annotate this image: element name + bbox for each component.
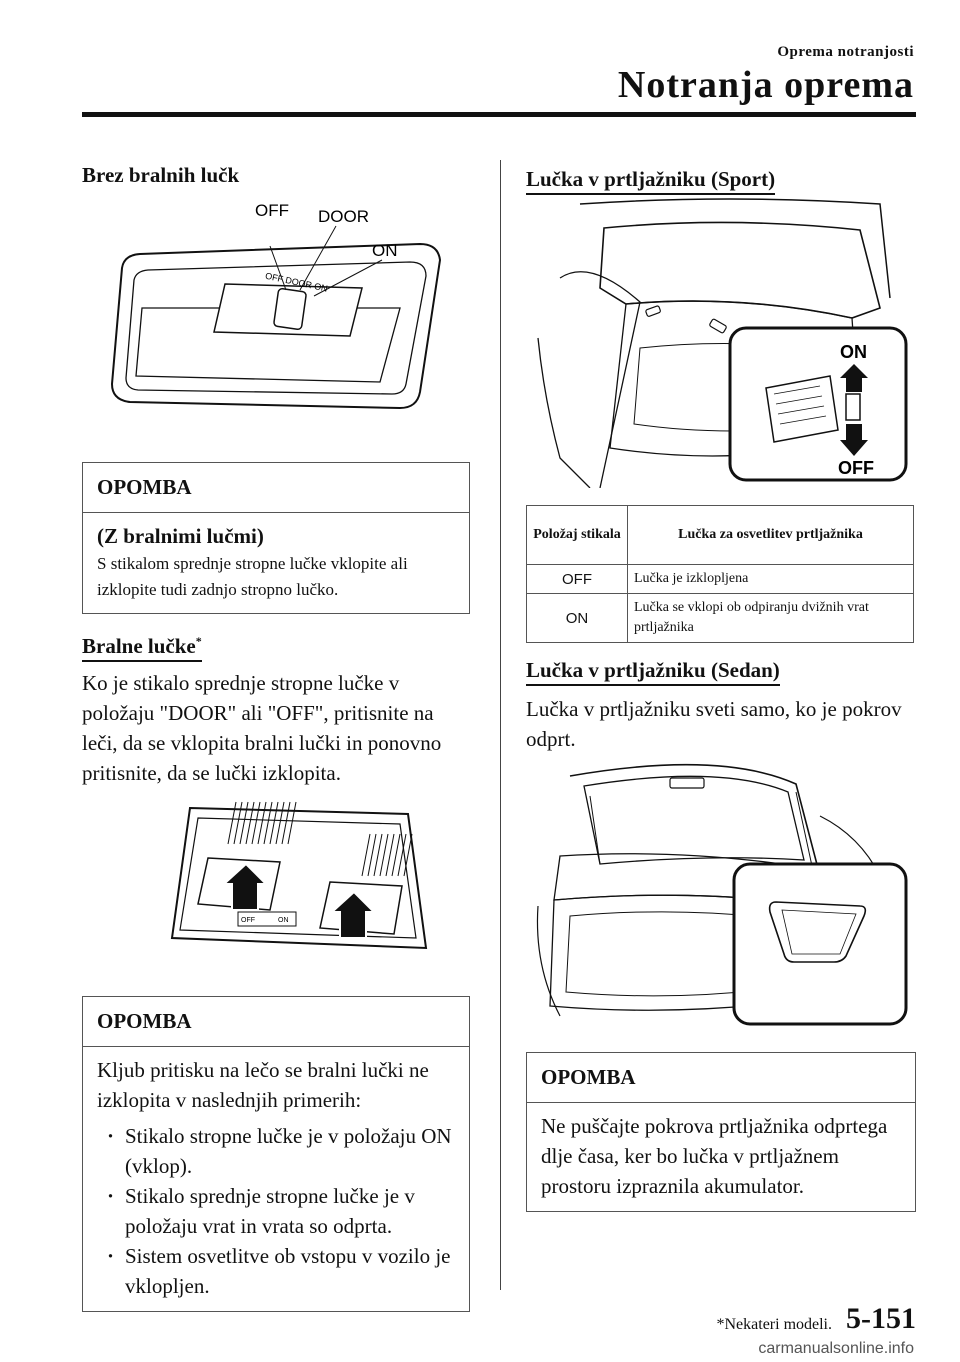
watermark-text: carmanualsonline.info: [758, 1340, 914, 1357]
fig-label-off: OFF: [241, 917, 255, 924]
note-text: Kljub pritisku na lečo se bralni lučki n…: [97, 1058, 429, 1112]
note-text: S stikalom sprednje stropne lučke vklopi…: [97, 554, 408, 599]
figure-cargo-light-sedan: [536, 763, 908, 1026]
figure-reading-lights: OFF ON: [170, 801, 428, 950]
figure-overhead-light-switch: OFF DOOR ON OFF DOOR ON: [110, 201, 442, 410]
reading-lights-paragraph: Ko je stikalo sprednje stropne lučke v p…: [82, 671, 442, 785]
heading-reading-lights: Bralne lučke*: [82, 628, 202, 662]
note-box-3: OPOMBA Ne puščajte pokrova prtljažnika o…: [526, 1052, 916, 1212]
table-cell-position: ON: [526, 593, 628, 643]
heading-text: Bralne lučke: [82, 634, 196, 658]
figure-cargo-light-sport: ON OFF: [537, 198, 908, 488]
fig-label-on: ON: [278, 917, 289, 924]
table-header-light: Lučka za osvetlitev prtljažnika: [627, 505, 914, 565]
note-bullet-list: Stikalo stropne lučke je v položaju ON (…: [97, 1121, 455, 1301]
note-box-1: OPOMBA (Z bralnimi lučmi) S stikalom spr…: [82, 462, 470, 614]
heading-cargo-light-sport: Lučka v prtljažniku (Sport): [526, 166, 776, 195]
note-text: Ne puščajte pokrova prtljažnika odprtega…: [541, 1114, 888, 1198]
note-title: OPOMBA: [83, 463, 469, 513]
fig-label-on: ON: [840, 342, 867, 362]
header-rule: [82, 112, 916, 117]
heading-no-reading-lights: Brez bralnih lučk: [82, 163, 240, 187]
switch-position-table: Položaj stikala Lučka za osvetlitev prtl…: [526, 505, 914, 643]
fig-label-off: OFF: [838, 458, 874, 478]
table-row: OFF Lučka je izklopljena: [526, 564, 914, 594]
section-name: Oprema notranjosti: [777, 44, 914, 60]
note-subtitle: (Z bralnimi lučmi): [97, 524, 264, 548]
model-asterisk: *: [195, 634, 202, 648]
table-cell-description: Lučka je izklopljena: [627, 564, 914, 594]
list-item: Stikalo sprednje stropne lučke je v polo…: [97, 1181, 455, 1241]
sedan-paragraph: Lučka v prtljažniku sveti samo, ko je po…: [526, 697, 902, 751]
column-divider: [500, 160, 501, 1290]
table-cell-description: Lučka se vklopi ob odpiranju dvižnih vra…: [627, 593, 914, 643]
heading-cargo-light-sedan: Lučka v prtljažniku (Sedan): [526, 657, 780, 686]
note-title: OPOMBA: [83, 997, 469, 1047]
table-row: ON Lučka se vklopi ob odpiranju dvižnih …: [526, 593, 914, 643]
footnote-some-models: *Nekateri modeli.: [716, 1316, 832, 1333]
label-off: OFF: [255, 201, 289, 220]
page-number: 5-151: [846, 1302, 916, 1335]
page-title: Notranja oprema: [617, 64, 914, 106]
note-title: OPOMBA: [527, 1053, 915, 1103]
table-cell-position: OFF: [526, 564, 628, 594]
list-item: Sistem osvetlitve ob vstopu v vozilo je …: [97, 1241, 455, 1301]
table-header-position: Položaj stikala: [526, 505, 628, 565]
label-on: ON: [372, 241, 398, 260]
note-box-2: OPOMBA Kljub pritisku na lečo se bralni …: [82, 996, 470, 1312]
label-door: DOOR: [318, 207, 369, 226]
list-item: Stikalo stropne lučke je v položaju ON (…: [97, 1121, 455, 1181]
